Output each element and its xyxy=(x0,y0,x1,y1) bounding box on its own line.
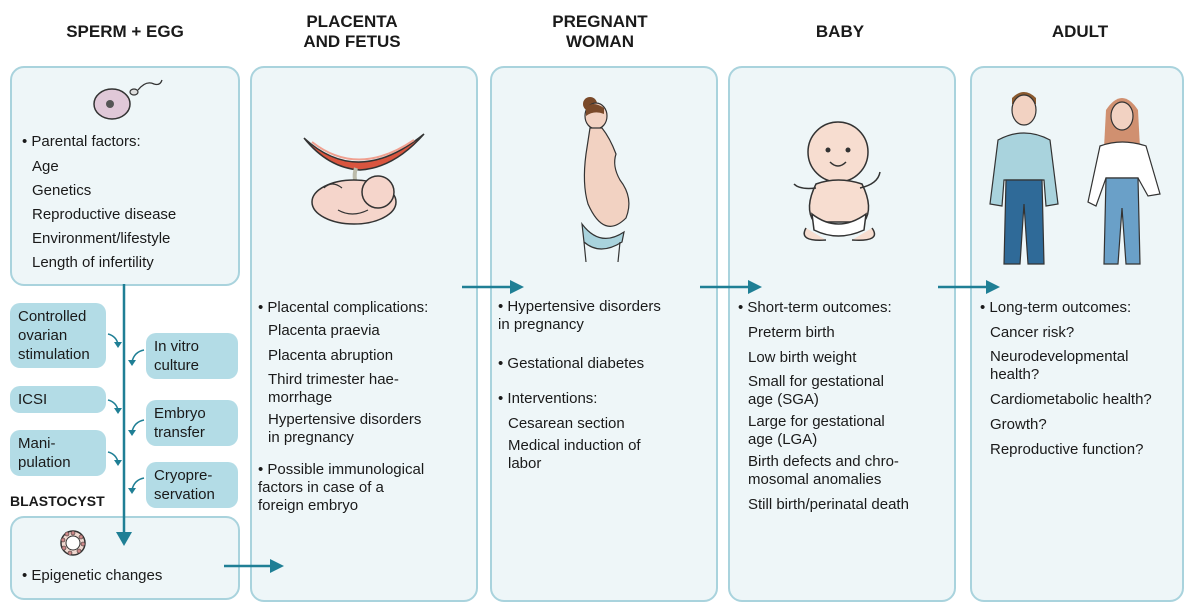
short-term-outcome-item: Still birth/perinatal death xyxy=(738,495,952,514)
intervention-item: Cesarean section xyxy=(498,414,712,433)
long-term-outcome-item: Reproductive function? xyxy=(980,440,1182,459)
complication-item: Third trimester hae- morrhage xyxy=(258,371,474,407)
short-term-outcome-item: Small for gestational age (SGA) xyxy=(738,373,952,409)
intervention-item: Medical induction of labor xyxy=(498,437,712,473)
adult-text: • Long-term outcomes: Cancer risk? Neuro… xyxy=(980,298,1182,459)
complication-item: Hypertensive disorders in pregnancy xyxy=(258,411,474,447)
short-term-outcome-item: Low birth weight xyxy=(738,348,952,367)
placenta-text: • Placental complications: Placenta prae… xyxy=(258,298,474,515)
long-term-outcomes-heading: • Long-term outcomes: xyxy=(980,298,1182,317)
gestational-diabetes-item: • Gestational diabetes xyxy=(498,354,712,373)
placental-complications-heading: • Placental complications: xyxy=(258,298,474,317)
short-term-outcomes-heading: • Short-term outcomes: xyxy=(738,298,952,317)
placenta-fetus-illustration xyxy=(298,118,438,228)
short-term-outcome-item: Preterm birth xyxy=(738,323,952,342)
adults-illustration xyxy=(988,84,1178,266)
epigenetic-changes: • Epigenetic changes xyxy=(22,566,162,585)
complication-item: Placenta abruption xyxy=(258,346,474,365)
short-term-outcome-item: Birth defects and chro- mosomal anomalie… xyxy=(738,453,952,489)
blastocyst-illustration xyxy=(58,528,88,558)
interventions-heading: • Interventions: xyxy=(498,389,712,408)
baby-text: • Short-term outcomes: Preterm birth Low… xyxy=(738,298,952,514)
long-term-outcome-item: Cancer risk? xyxy=(980,323,1182,342)
short-term-outcome-item: Large for gestational age (LGA) xyxy=(738,413,952,449)
long-term-outcome-item: Cardiometabolic health? xyxy=(980,390,1182,409)
long-term-outcome-item: Growth? xyxy=(980,415,1182,434)
pregnant-text: • Hypertensive disorders in pregnancy • … xyxy=(498,298,712,473)
immunological-factors: • Possible immunological factors in case… xyxy=(258,461,474,515)
baby-illustration xyxy=(786,118,896,248)
complication-item: Placenta praevia xyxy=(258,321,474,340)
hypertensive-disorders-item: • Hypertensive disorders in pregnancy xyxy=(498,298,712,334)
long-term-outcome-item: Neurodevelopmental health? xyxy=(980,348,1182,384)
pregnant-woman-illustration xyxy=(560,94,640,264)
